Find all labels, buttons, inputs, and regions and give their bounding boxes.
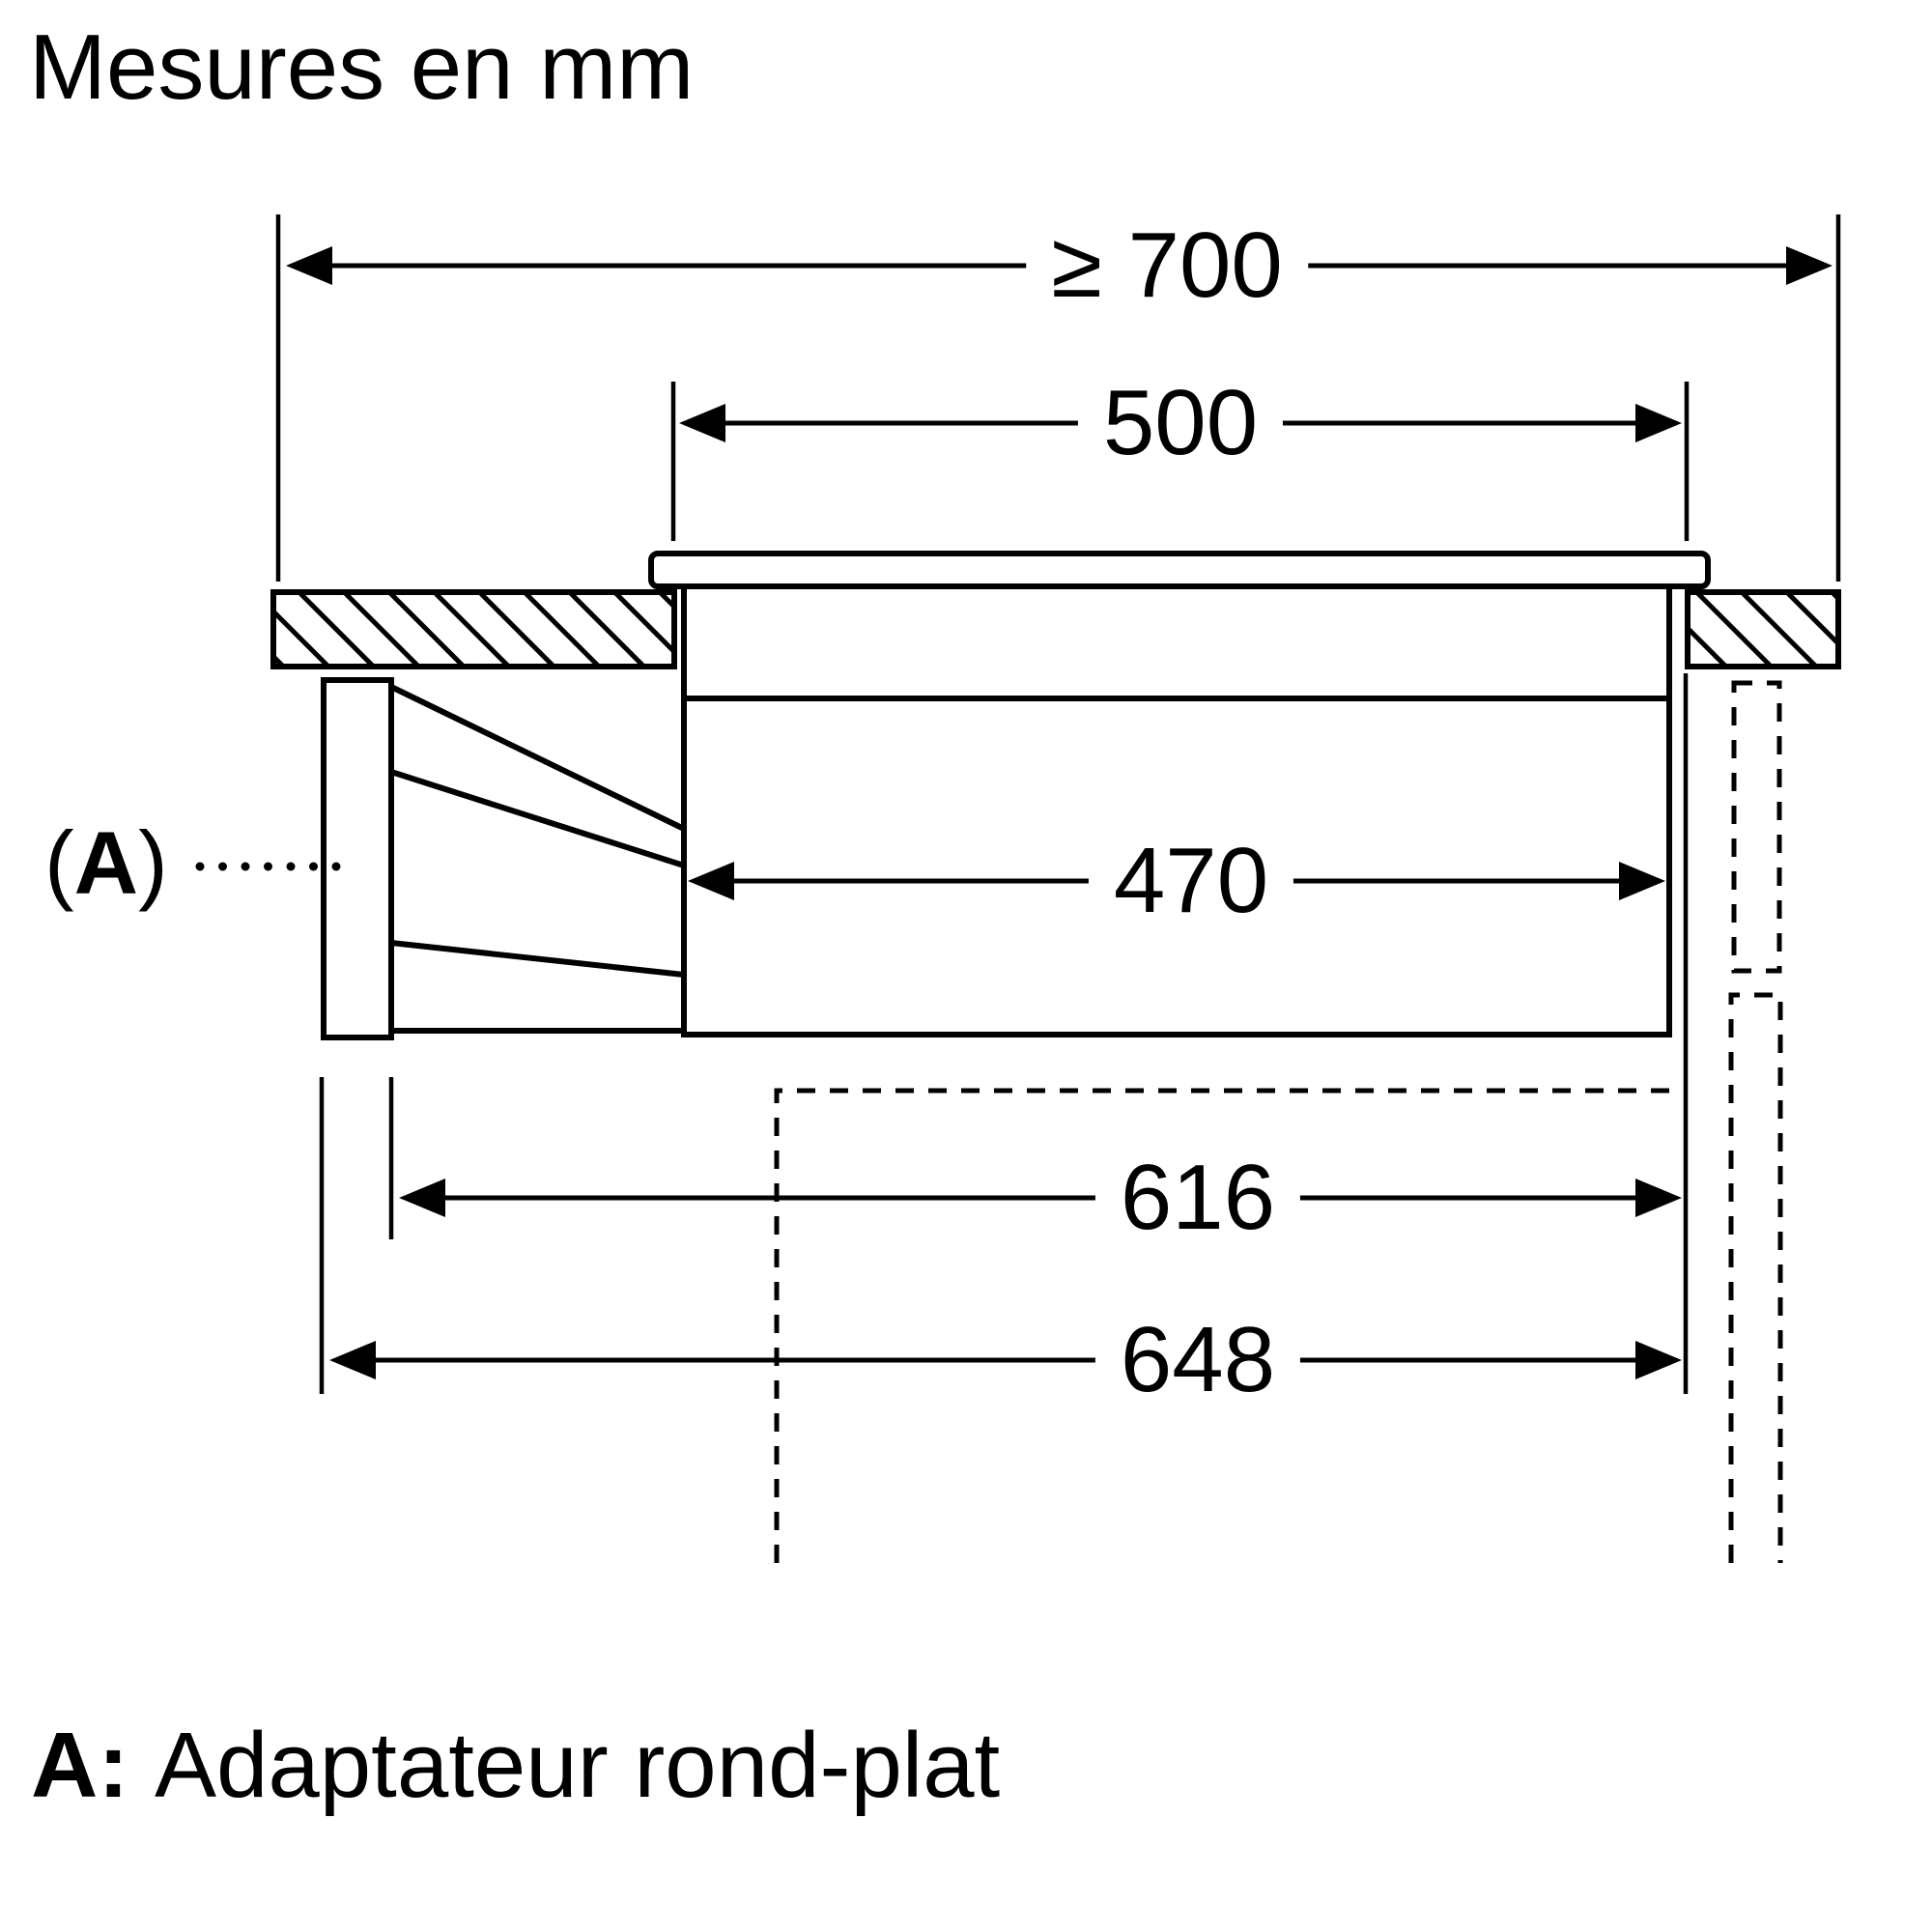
extension-lines	[275, 214, 1841, 1394]
callout-close-paren: )	[138, 813, 168, 913]
appliance-body	[681, 583, 1672, 1037]
legend-text-spacer	[128, 1714, 155, 1817]
callout-leader-dots	[195, 862, 341, 871]
duct-transition-funnel	[389, 684, 686, 1034]
dim-line-616	[399, 1179, 1682, 1217]
flat-duct-adapter	[321, 677, 394, 1040]
duct-route-dashed	[774, 680, 1783, 1563]
dim-label-648: 648	[1094, 1310, 1301, 1410]
legend-text: Adaptateur rond-plat	[154, 1714, 1001, 1817]
dim-label-470: 470	[1088, 831, 1294, 931]
dim-label-500: 500	[1077, 373, 1284, 473]
dim-line-648	[329, 1341, 1682, 1379]
callout-A: (A)	[44, 818, 168, 907]
legend-adapter-note: A: Adaptateur rond-plat	[31, 1708, 1000, 1824]
page-title: Mesures en mm	[29, 15, 695, 119]
legend-key: A:	[31, 1714, 129, 1817]
dim-label-616: 616	[1094, 1148, 1301, 1248]
callout-open-paren: (	[44, 813, 74, 913]
worktop-right-section	[1685, 589, 1841, 669]
dim-label-700: ≥ 700	[1026, 215, 1308, 316]
worktop-left-section	[270, 589, 677, 669]
callout-key: A	[73, 813, 139, 913]
cooktop-glass-plate	[648, 551, 1711, 589]
